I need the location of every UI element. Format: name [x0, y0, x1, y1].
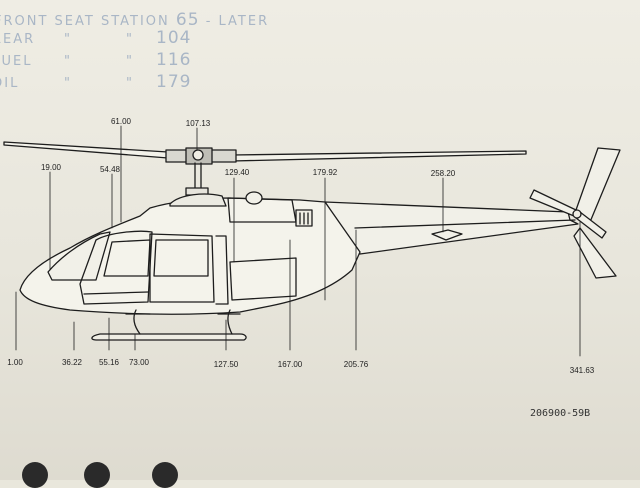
station-label: 61.00 — [110, 117, 132, 126]
note-label: FRONT SEAT STATION — [0, 14, 170, 29]
station-label: 179.92 — [312, 168, 338, 177]
binder-hole — [22, 462, 48, 488]
tail-fin — [573, 147, 621, 279]
station-label: 73.00 — [128, 358, 150, 367]
station-label: 129.40 — [224, 168, 250, 177]
station-label: 19.00 — [40, 163, 62, 172]
note-front-seat: FRONT SEAT STATION 65 - LATER — [0, 10, 269, 30]
note-ditto: " — [126, 54, 134, 69]
cabin — [47, 230, 297, 305]
note-suffix: - LATER — [205, 14, 270, 29]
note-number: 179 — [156, 72, 192, 92]
station-label: 258.20 — [430, 169, 456, 178]
station-label: 54.48 — [99, 165, 121, 174]
drawing-code: 206900-59B — [530, 408, 591, 419]
note-fuel: FUEL " " 116 — [0, 50, 190, 70]
station-label: 205.76 — [343, 360, 369, 369]
note-number: 104 — [156, 28, 192, 48]
binder-hole — [84, 462, 110, 488]
note-ditto: " — [126, 32, 134, 47]
station-label: 127.50 — [213, 360, 239, 369]
note-ditto: " — [64, 76, 72, 91]
tail-boom — [324, 201, 579, 255]
note-label: OIL — [0, 76, 20, 91]
note-ditto: " — [64, 32, 72, 47]
station-label: 167.00 — [277, 360, 303, 369]
station-label: 36.22 — [61, 358, 83, 367]
main-rotor — [3, 141, 527, 196]
station-leaders — [15, 125, 581, 357]
tail-rotor — [529, 189, 607, 239]
note-ditto: " — [126, 76, 134, 91]
binder-hole — [152, 462, 178, 488]
landing-skids — [91, 309, 247, 341]
station-label: 55.16 — [98, 358, 120, 367]
note-number: 65 — [175, 10, 200, 30]
note-label: FUEL — [0, 54, 33, 69]
station-label: 1.00 — [7, 358, 23, 367]
note-ditto: " — [64, 54, 72, 69]
station-label: 341.63 — [569, 366, 595, 375]
station-label: 107.13 — [185, 119, 211, 128]
note-number: 116 — [156, 50, 192, 70]
fuselage — [19, 191, 361, 315]
note-oil: OIL " " 179 — [0, 72, 190, 92]
